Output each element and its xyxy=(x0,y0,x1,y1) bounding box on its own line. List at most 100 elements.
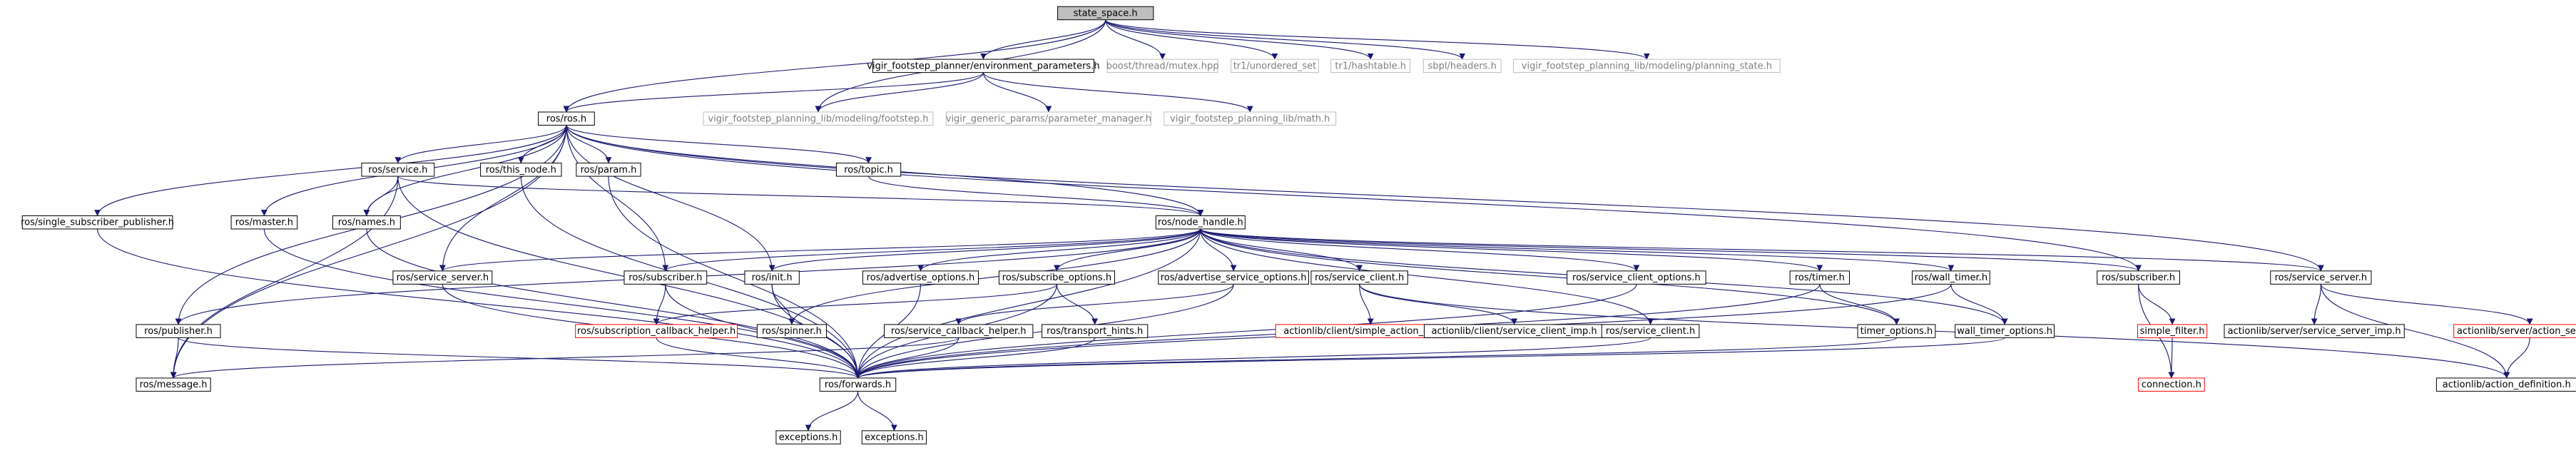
node-label: ros/message.h xyxy=(140,380,208,390)
node-action-server[interactable]: actionlib/server/action_server.h xyxy=(2453,324,2576,338)
node-service-client-l[interactable]: ros/service_client.h xyxy=(1310,270,1408,285)
node-box xyxy=(744,270,800,285)
node-node-handle[interactable]: ros/node_handle.h xyxy=(1155,215,1246,230)
node-box xyxy=(575,324,738,338)
node-subscriber-l[interactable]: ros/subscriber.h xyxy=(623,270,708,285)
node-single-sub-pub[interactable]: ros/single_subscriber_publisher.h xyxy=(21,215,174,230)
node-master-h[interactable]: ros/master.h xyxy=(230,215,298,230)
node-this-node[interactable]: ros/this_node.h xyxy=(480,163,562,177)
edge-svc_cb_helper-to-forwards_h xyxy=(855,337,959,379)
node-label: actionlib/client/simple_action_client.h xyxy=(1283,326,1457,337)
node-forwards-h[interactable]: ros/forwards.h xyxy=(819,377,897,392)
node-ros-h[interactable]: ros/ros.h xyxy=(538,111,595,126)
node-wall-timer[interactable]: ros/wall_timer.h xyxy=(1911,270,1990,285)
edge-service_client_r-to-forwards_h xyxy=(855,337,1651,379)
edge-node_handle-to-adv_service_opts xyxy=(1200,228,1237,272)
node-box xyxy=(2224,324,2405,338)
edge-ros_h-to-single_sub_pub xyxy=(94,125,567,216)
edge-publisher_h-to-forwards_h xyxy=(178,337,861,379)
node-label: ros/param.h xyxy=(581,165,637,175)
node-label: ros/service_client.h xyxy=(1315,273,1404,283)
edge-state_space-to-ros_h xyxy=(563,19,1106,113)
node-box xyxy=(1789,270,1850,285)
node-box xyxy=(1164,111,1337,126)
node-simple-filter[interactable]: simple_filter.h xyxy=(2137,324,2208,338)
node-tr1-unordered: tr1/unordered_set xyxy=(1231,58,1319,73)
node-service-client-r[interactable]: ros/service_client.h xyxy=(1601,324,1700,338)
node-label: wall_timer_options.h xyxy=(1957,326,2052,337)
node-box xyxy=(538,111,595,126)
node-simple-action-client[interactable]: actionlib/client/simple_action_client.h xyxy=(1275,324,1466,338)
node-label: ros/init.h xyxy=(752,273,793,283)
node-label: ros/service.h xyxy=(368,165,427,175)
edge-ros_h-to-service_h xyxy=(394,125,567,164)
node-label: ros/names.h xyxy=(338,218,395,228)
node-label: ros/service_client_options.h xyxy=(1572,273,1701,283)
node-message-h[interactable]: ros/message.h xyxy=(136,377,211,392)
node-spinner-h[interactable]: ros/spinner.h xyxy=(756,324,828,338)
node-box xyxy=(1310,270,1408,285)
node-service-server-l[interactable]: ros/service_server.h xyxy=(392,270,493,285)
node-subscriber-r[interactable]: ros/subscriber.h xyxy=(2097,270,2180,285)
node-svc-server-imp[interactable]: actionlib/server/service_server_imp.h xyxy=(2224,324,2405,338)
node-advertise-opts[interactable]: ros/advertise_options.h xyxy=(862,270,979,285)
node-box xyxy=(480,163,562,177)
node-adv-service-opts[interactable]: ros/advertise_service_options.h xyxy=(1158,270,1309,285)
node-label: ros/subscriber.h xyxy=(2102,273,2175,283)
node-box xyxy=(2138,377,2205,392)
node-label: ros/master.h xyxy=(235,218,293,228)
node-box xyxy=(21,215,173,230)
edge-env_params-to-footstep_h xyxy=(815,72,984,113)
edge-publisher_h-to-message_h xyxy=(170,337,179,379)
edge-transport_hints-to-forwards_h xyxy=(855,337,1096,379)
node-names-h[interactable]: ros/names.h xyxy=(332,215,401,230)
node-box xyxy=(998,270,1115,285)
node-topic-h[interactable]: ros/topic.h xyxy=(835,163,902,177)
node-box xyxy=(945,111,1151,126)
node-env-params[interactable]: vigir_footstep_planner/environment_param… xyxy=(867,58,1100,73)
node-connection-h[interactable]: connection.h xyxy=(2138,377,2205,392)
node-init-h[interactable]: ros/init.h xyxy=(744,270,800,285)
node-box xyxy=(1567,270,1706,285)
node-svc-cb-helper[interactable]: ros/service_callback_helper.h xyxy=(884,324,1034,338)
node-subscribe-opts[interactable]: ros/subscribe_options.h xyxy=(998,270,1115,285)
edge-subscribe_opts-to-sub_cb_helper xyxy=(653,283,1057,325)
edge-service_server_r-to-svc_server_imp xyxy=(2311,284,2321,325)
node-planning-state: vigir_footstep_planning_lib/modeling/pla… xyxy=(1512,58,1781,73)
node-transport-hints[interactable]: ros/transport_hints.h xyxy=(1042,324,1149,338)
node-sub-cb-helper[interactable]: ros/subscription_callback_helper.h xyxy=(575,324,738,338)
node-publisher-h[interactable]: ros/publisher.h xyxy=(136,324,221,338)
node-service-client-opts[interactable]: ros/service_client_options.h xyxy=(1567,270,1706,285)
node-box xyxy=(1911,270,1990,285)
node-label: ros/advertise_options.h xyxy=(867,273,975,283)
node-exceptions-l[interactable]: exceptions.h xyxy=(775,430,841,444)
node-param-h[interactable]: ros/param.h xyxy=(576,163,641,177)
node-timer-opts[interactable]: timer_options.h xyxy=(1857,324,1936,338)
edge-node_handle-to-forwards_h xyxy=(855,228,1201,379)
node-timer-h[interactable]: ros/timer.h xyxy=(1789,270,1850,285)
edge-state_space-to-env_params xyxy=(980,19,1106,60)
edge-node_handle-to-wall_timer xyxy=(1200,228,1954,272)
node-label: tr1/hashtable.h xyxy=(1335,61,1406,71)
node-box xyxy=(1330,58,1411,73)
edge-node_handle-to-service_client_opts xyxy=(1200,228,1640,272)
node-wall-timer-opts[interactable]: wall_timer_options.h xyxy=(1955,324,2055,338)
edge-node_handle-to-timer_h xyxy=(1200,228,1823,272)
node-service-h[interactable]: ros/service.h xyxy=(361,163,435,177)
edge-node_handle-to-subscriber_r xyxy=(1200,228,2142,272)
edge-node_handle-to-advertise_opts xyxy=(917,228,1201,272)
edge-state_space-to-boost_mutex xyxy=(1105,19,1166,60)
node-service-server-r[interactable]: ros/service_server.h xyxy=(2270,270,2372,285)
node-action-def[interactable]: actionlib/action_definition.h xyxy=(2435,377,2576,392)
edge-state_space-to-planning_state xyxy=(1105,19,1650,60)
node-sbpl-headers: sbpl/headers.h xyxy=(1422,58,1502,73)
edge-action_server-to-action_def xyxy=(2503,337,2530,379)
node-svc-client-imp[interactable]: actionlib/client/service_client_imp.h xyxy=(1423,324,1605,338)
node-label: ros/service_server.h xyxy=(2275,273,2368,283)
edge-service_h-to-node_handle xyxy=(397,175,1203,216)
node-box xyxy=(2435,377,2576,392)
node-box xyxy=(872,58,1095,73)
node-label: ros/transport_hints.h xyxy=(1047,326,1143,337)
node-label: ros/spinner.h xyxy=(762,326,822,337)
node-exceptions-r[interactable]: exceptions.h xyxy=(861,430,927,444)
